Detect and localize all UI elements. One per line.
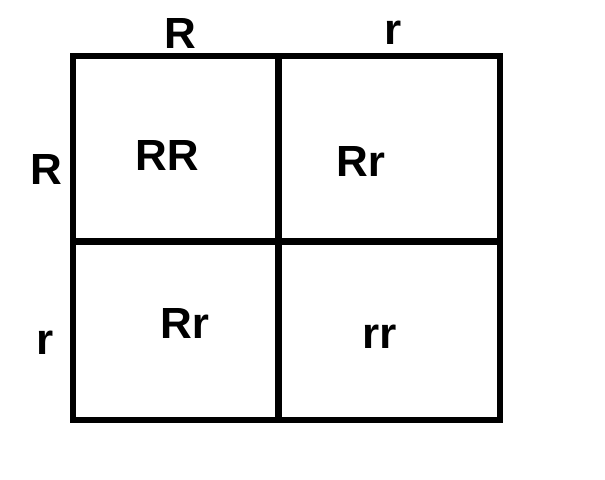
side-allele-1: R (30, 145, 62, 194)
top-allele-1: R (164, 9, 196, 58)
cell-top-right: Rr (336, 137, 385, 186)
top-allele-2: r (384, 5, 402, 54)
cell-top-left: RR (135, 131, 199, 180)
side-allele-2: r (36, 315, 54, 364)
grid-horizontal-divider (70, 238, 503, 245)
cell-bottom-right: rr (362, 309, 397, 358)
cell-bottom-left: Rr (160, 299, 209, 348)
